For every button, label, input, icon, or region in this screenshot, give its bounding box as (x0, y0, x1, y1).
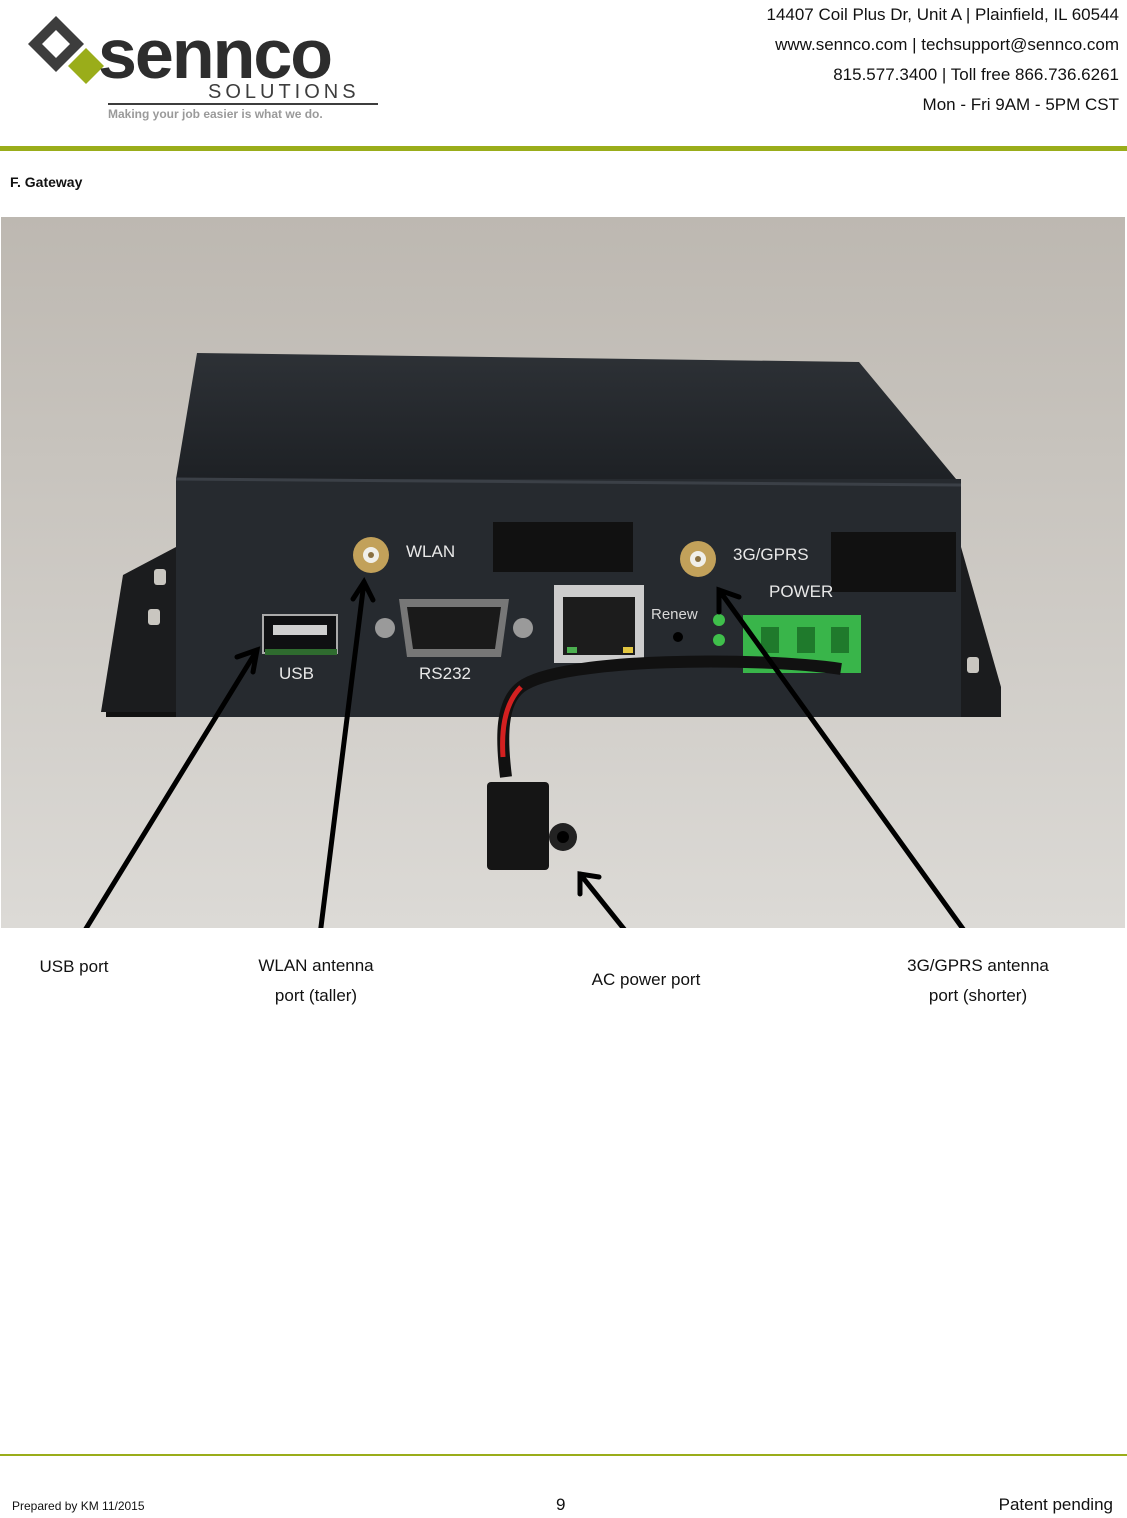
device-label-gprs: 3G/GPRS (733, 545, 809, 564)
device-label-wlan: WLAN (406, 542, 455, 561)
redaction-block-2 (831, 532, 956, 592)
footer-patent-note: Patent pending (998, 1495, 1113, 1514)
gateway-photo: WLAN 3G/GPRS USB RS232 Renew (1, 217, 1125, 928)
ac-power-jack-icon (487, 782, 549, 870)
callout-gprs-line1: 3G/GPRS antenna (907, 956, 1049, 975)
contact-block: 14407 Coil Plus Dr, Unit A | Plainfield,… (766, 0, 1119, 120)
device-label-rs232: RS232 (419, 664, 471, 683)
device-label-power: POWER (769, 582, 833, 601)
company-logo: sennco SOLUTIONS Making your job easier … (28, 8, 388, 126)
device-label-renew: Renew (651, 606, 698, 623)
callout-usb-port: USB port (24, 952, 124, 982)
header-divider (0, 146, 1127, 151)
logo-tagline: Making your job easier is what we do. (108, 107, 323, 121)
callout-wlan-line2: port (taller) (274, 986, 358, 1005)
gateway-top (176, 353, 961, 485)
rs232-port-icon (375, 599, 533, 657)
footer-prepared-by: Prepared by KM 11/2015 (12, 1499, 145, 1513)
callout-gprs-port: 3G/GPRS antenna port (shorter) (880, 951, 1076, 1011)
left-flange (101, 547, 176, 712)
callout-arrows (83, 576, 966, 928)
redaction-block-1 (493, 522, 633, 572)
status-led-icon (713, 634, 725, 646)
callout-gprs-line2: port (shorter) (928, 986, 1028, 1005)
contact-hours: Mon - Fri 9AM - 5PM CST (922, 95, 1119, 114)
logo-diamond-icon (28, 16, 104, 84)
footer-divider (0, 1454, 1127, 1456)
right-flange (961, 547, 1001, 717)
contact-web-email[interactable]: www.sennco.com | techsupport@sennco.com (775, 35, 1119, 54)
contact-phone: 815.577.3400 | Toll free 866.736.6261 (833, 65, 1119, 84)
callout-wlan-line1: WLAN antenna (258, 956, 374, 975)
device-label-usb: USB (279, 664, 314, 683)
callout-ac-port: AC power port (566, 965, 726, 995)
page-number: 9 (556, 1495, 566, 1514)
callout-wlan-port: WLAN antenna port (taller) (236, 951, 396, 1011)
logo-sub: SOLUTIONS (208, 81, 360, 103)
callout-ac-line1: AC power port (591, 970, 701, 989)
section-title: F. Gateway (10, 174, 83, 190)
contact-address: 14407 Coil Plus Dr, Unit A | Plainfield,… (766, 5, 1119, 24)
callout-usb-line1: USB port (39, 957, 109, 976)
wlan-antenna-connector-icon (353, 537, 389, 573)
gprs-antenna-connector-icon (680, 541, 716, 577)
logo-wordmark: sennco (98, 15, 331, 93)
status-led-icon (713, 614, 725, 626)
